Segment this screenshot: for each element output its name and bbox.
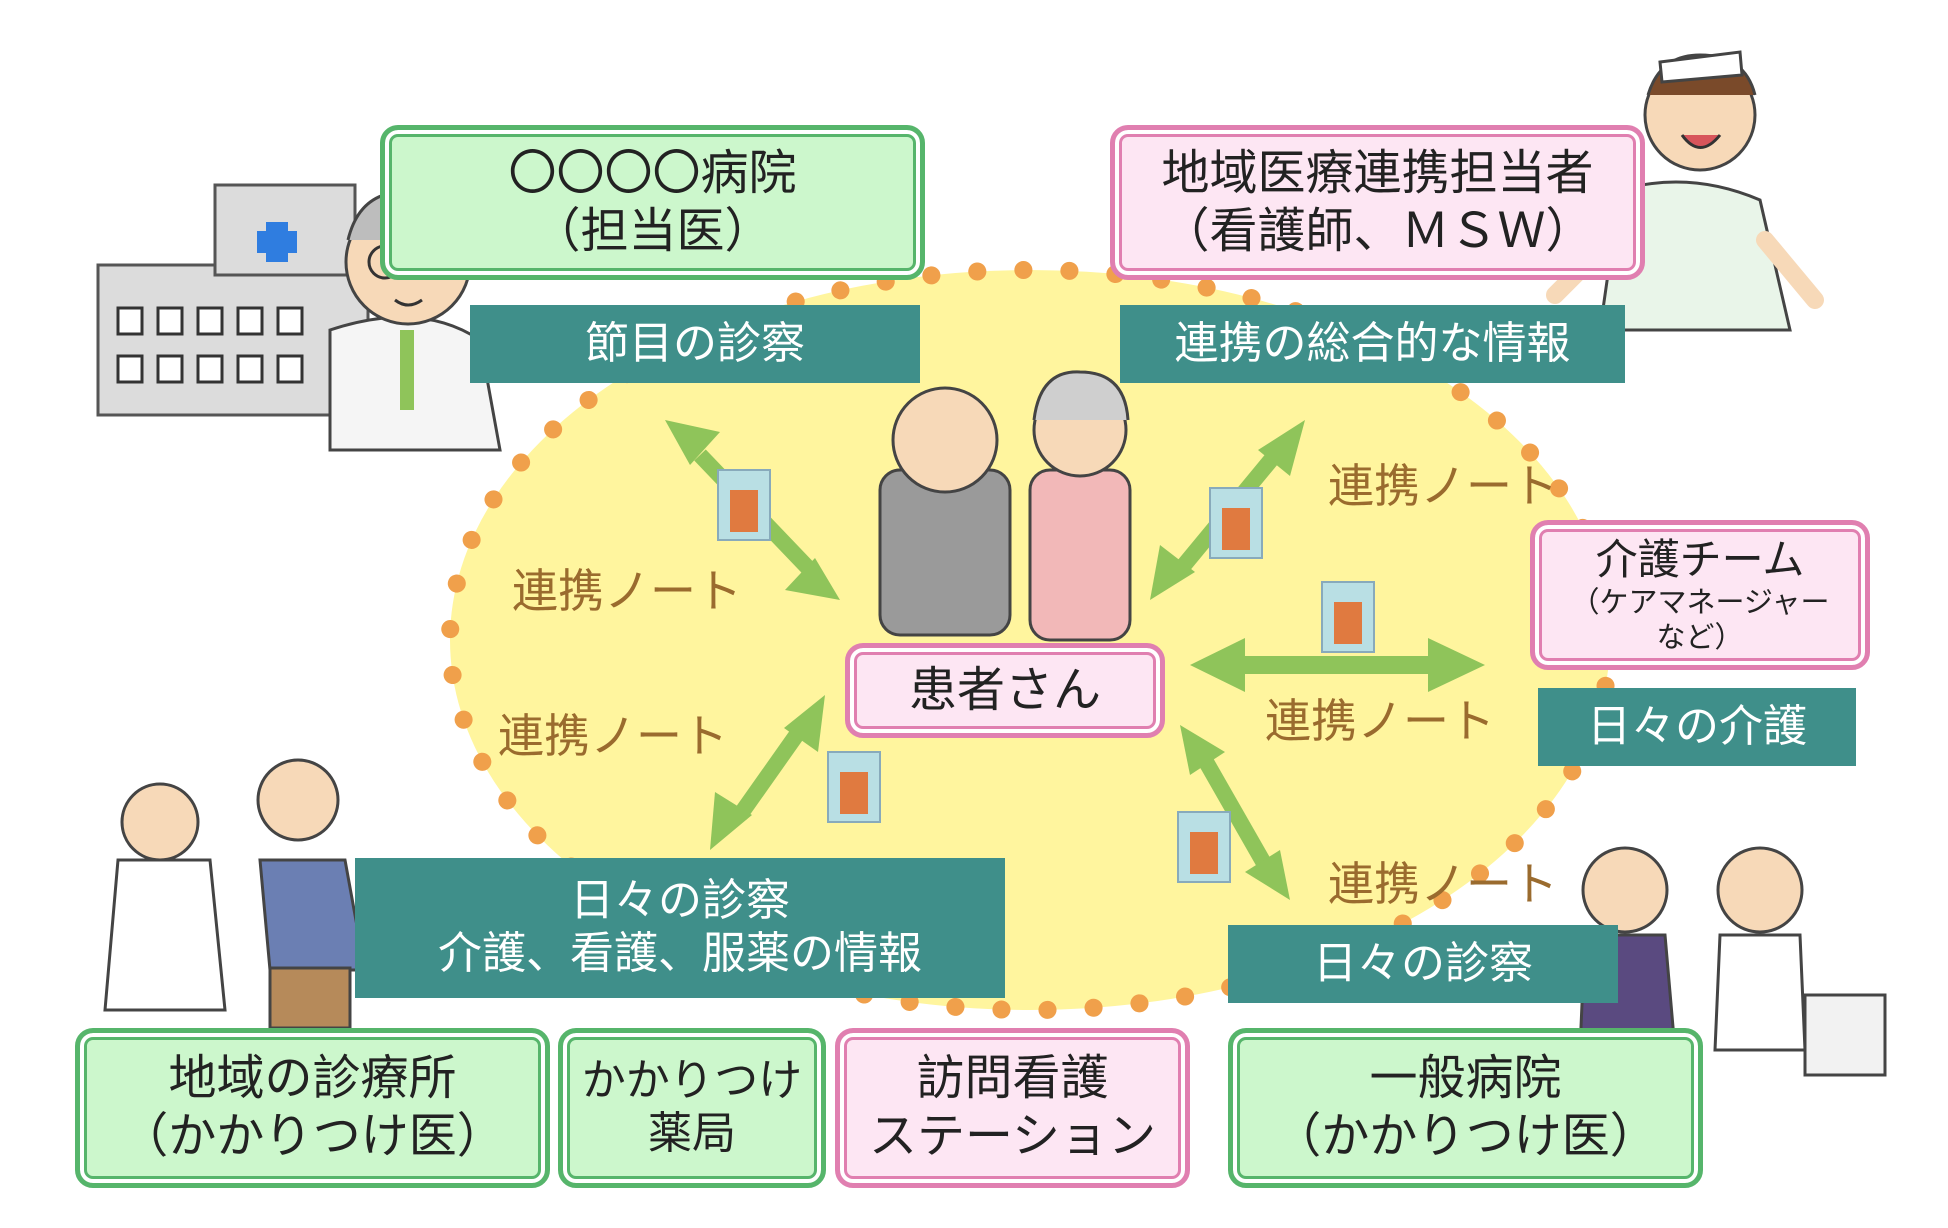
banner-daily-exam-info: 日々の診察 介護、看護、服薬の情報 (355, 858, 1005, 998)
care-team-box: 介護チーム （ケアマネージャー など） (1530, 520, 1870, 670)
pharmacy-title: かかりつけ (581, 1055, 803, 1107)
clinic-subtitle: （かかりつけ医） (120, 1108, 505, 1164)
note-label-left-upper: 連携ノート (512, 564, 742, 618)
general-hospital-box: 一般病院 （かかりつけ医） (1228, 1028, 1703, 1188)
pharmacy-box: かかりつけ 薬局 (558, 1028, 826, 1188)
patient-label: 患者さん (908, 661, 1101, 718)
note-card-icon (1209, 487, 1263, 559)
banner-daily-care: 日々の介護 (1538, 688, 1856, 766)
coordinator-subtitle: （看護師、ＭＳＷ） (1161, 202, 1594, 259)
clinic-scene-illustration (103, 758, 367, 1030)
care-team-title: 介護チーム (1595, 535, 1805, 584)
banner-daily-exam-label: 日々の診察 (1313, 937, 1533, 989)
note-card-icon (1321, 581, 1375, 653)
banner-daily-exam-info-line2: 介護、看護、服薬の情報 (438, 928, 922, 979)
hospital-title: 〇〇〇〇病院 (508, 144, 797, 201)
coordinator-box: 地域医療連携担当者 （看護師、ＭＳＷ） (1110, 125, 1645, 280)
hospital-building-icon (96, 183, 370, 417)
note-card-icon (717, 469, 771, 541)
note-label-left-lower: 連携ノート (498, 709, 728, 763)
visiting-nurse-subtitle: ステーション (868, 1108, 1157, 1164)
note-label-right-upper: 連携ノート (1328, 459, 1558, 513)
general-hospital-subtitle: （かかりつけ医） (1273, 1108, 1658, 1164)
clinic-title: 地域の診療所 (168, 1050, 457, 1107)
banner-milestone-exam: 節目の診察 (470, 305, 920, 383)
arrow-to-general-hospital (1180, 725, 1290, 900)
banner-comprehensive-info: 連携の総合的な情報 (1120, 305, 1625, 383)
hospital-subtitle: （担当医） (532, 202, 773, 259)
banner-milestone-exam-label: 節目の診察 (585, 317, 805, 369)
arrow-to-clinic (710, 695, 825, 850)
note-label-right-lower: 連携ノート (1328, 857, 1558, 911)
note-card-icon (1177, 811, 1231, 883)
general-hospital-scene-illustration (1578, 846, 1887, 1077)
care-team-subtitle-line2: など） (1656, 620, 1744, 655)
banner-daily-exam: 日々の診察 (1228, 925, 1618, 1003)
care-team-subtitle-line1: （ケアマネージャー (1570, 585, 1830, 620)
nurse-illustration (1546, 50, 1824, 332)
visiting-nurse-box: 訪問看護 ステーション (835, 1028, 1190, 1188)
banner-daily-exam-info-line1: 日々の診察 (570, 875, 790, 927)
note-card-icon (827, 751, 881, 823)
patient-box: 患者さん (845, 643, 1165, 738)
banner-daily-care-label: 日々の介護 (1587, 700, 1807, 752)
patient-couple-illustration (878, 370, 1132, 642)
arrow-to-care-team (1190, 638, 1485, 692)
pharmacy-subtitle: 薬局 (648, 1108, 736, 1159)
general-hospital-title: 一般病院 (1369, 1050, 1562, 1107)
hospital-box: 〇〇〇〇病院 （担当医） (380, 125, 925, 280)
note-label-right-middle: 連携ノート (1265, 694, 1495, 748)
clinic-box: 地域の診療所 （かかりつけ医） (75, 1028, 550, 1188)
banner-comprehensive-info-label: 連携の総合的な情報 (1174, 317, 1571, 369)
visiting-nurse-title: 訪問看護 (916, 1050, 1109, 1107)
coordinator-title: 地域医療連携担当者 (1161, 144, 1594, 201)
